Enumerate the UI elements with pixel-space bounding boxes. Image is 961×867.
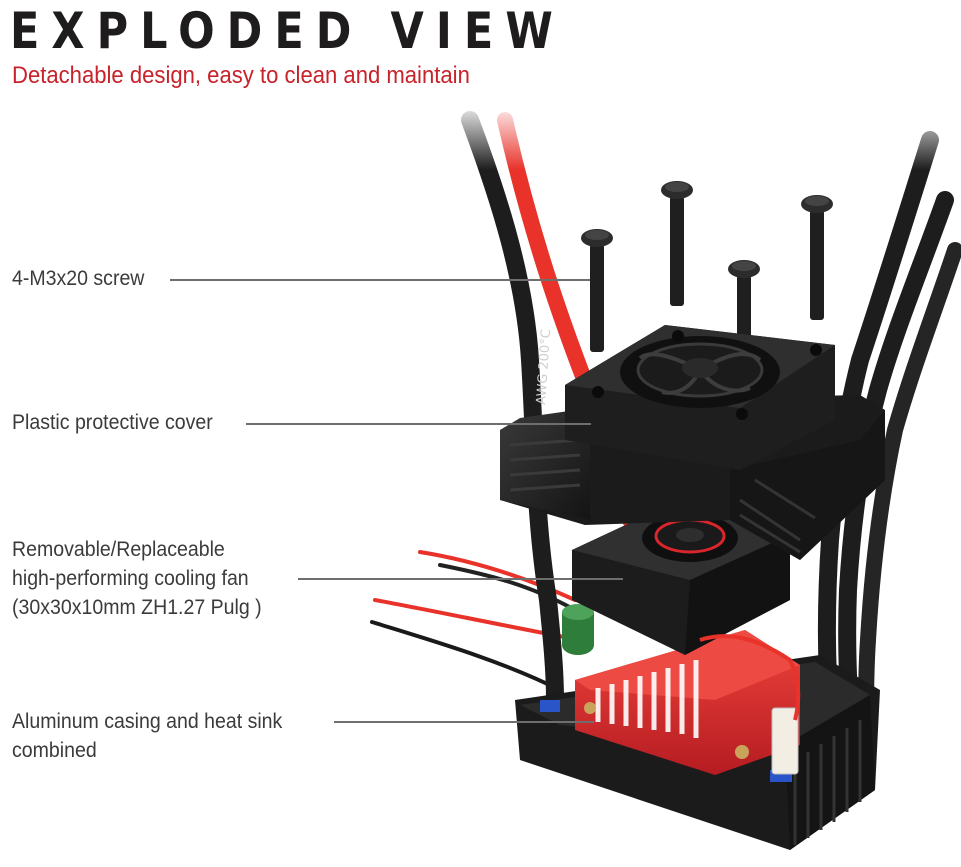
callout-line: (30x30x10mm ZH1.27 Pulg )	[12, 596, 262, 619]
callout-cooling-fan: Removable/Replaceable high-performing co…	[12, 535, 262, 622]
leader-line-protective-cover	[246, 423, 591, 425]
callout-line: 4-M3x20 screw	[12, 267, 145, 290]
callout-line: high-performing cooling fan	[12, 567, 249, 590]
protective-cover	[500, 325, 885, 560]
cable-print: AWG 200°C	[534, 329, 554, 406]
leader-line-heat-sink	[334, 721, 594, 723]
callout-heat-sink: Aluminum casing and heat sink combined	[12, 707, 282, 765]
cooling-fan	[572, 495, 801, 721]
page-title: EXPLODED VIEW	[10, 2, 565, 60]
callout-line: Plastic protective cover	[12, 411, 213, 434]
screw-1	[581, 229, 613, 352]
callout-screws: 4-M3x20 screw	[12, 264, 144, 293]
screws	[581, 181, 833, 385]
callout-line: Aluminum casing and heat sink	[12, 710, 283, 733]
screw-2	[661, 181, 693, 306]
page-subtitle: Detachable design, easy to clean and mai…	[12, 62, 470, 89]
leader-line-cooling-fan	[298, 578, 623, 580]
callout-line: Removable/Replaceable	[12, 538, 225, 561]
callout-protective-cover: Plastic protective cover	[12, 408, 213, 437]
heat-sink	[562, 604, 800, 775]
screw-3	[801, 195, 833, 320]
callout-line: combined	[12, 739, 97, 762]
leader-line-screws	[170, 279, 590, 281]
